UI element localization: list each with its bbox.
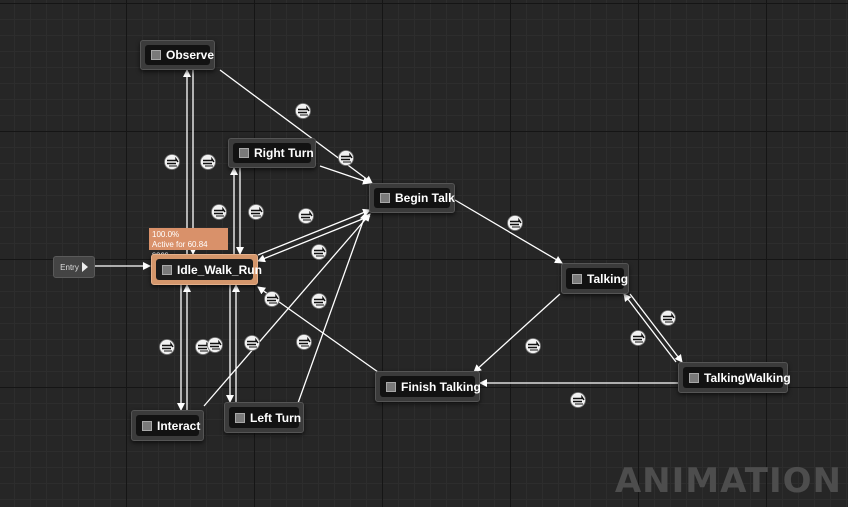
transition-wire[interactable] xyxy=(629,293,683,363)
transition-rule-icon[interactable] xyxy=(296,334,312,350)
transition-rule-icon[interactable] xyxy=(295,103,311,119)
state-icon xyxy=(689,372,699,383)
transition-wire[interactable] xyxy=(297,212,368,404)
transition-rule-icon[interactable] xyxy=(200,154,216,170)
state-icon xyxy=(235,412,245,423)
state-label: Begin Talk xyxy=(395,191,455,205)
state-label: Talking xyxy=(587,271,629,286)
transition-rule-icon[interactable] xyxy=(507,215,523,231)
state-idle-walk-run[interactable]: Idle_Walk_Run xyxy=(151,254,262,285)
transition-rule-icon[interactable] xyxy=(311,293,327,309)
transition-rule-icon[interactable] xyxy=(159,339,175,355)
state-icon xyxy=(380,193,390,203)
play-arrow-icon xyxy=(81,262,88,272)
transition-rule-icon[interactable] xyxy=(298,208,314,224)
state-label: Left Turn xyxy=(250,410,302,425)
state-right-turn[interactable]: Right Turn xyxy=(228,138,316,168)
state-talking[interactable]: Talking xyxy=(561,263,629,294)
state-begin-talk[interactable]: Begin Talk xyxy=(369,183,455,213)
transition-rule-icon[interactable] xyxy=(264,291,280,307)
state-icon xyxy=(386,381,396,392)
transition-rule-icon[interactable] xyxy=(248,204,264,220)
entry-node[interactable]: Entry xyxy=(53,256,95,278)
active-state-tooltip: 100.0% Active for 60.84 secs xyxy=(149,228,228,259)
transition-rule-icon[interactable] xyxy=(570,392,586,408)
watermark: ANIMATION xyxy=(614,461,842,501)
state-left-turn[interactable]: Left Turn xyxy=(224,402,304,433)
state-label: TalkingWalking xyxy=(704,370,791,385)
state-label: Idle_Walk_Run xyxy=(177,262,262,277)
transition-wire[interactable] xyxy=(319,165,371,185)
state-interact[interactable]: Interact xyxy=(131,410,204,441)
state-label: Observe xyxy=(166,48,215,62)
transition-rule-icon[interactable] xyxy=(311,244,327,260)
transition-wire[interactable] xyxy=(623,293,677,363)
transition-rule-icon[interactable] xyxy=(630,330,646,346)
state-label: Interact xyxy=(157,418,201,433)
state-observe[interactable]: Observe xyxy=(140,40,215,70)
transition-wire[interactable] xyxy=(257,208,371,256)
state-talking-walking[interactable]: TalkingWalking xyxy=(678,362,791,393)
transition-rule-icon[interactable] xyxy=(195,339,211,355)
state-icon xyxy=(162,264,172,275)
transition-wire[interactable] xyxy=(203,213,371,407)
transition-wire[interactable] xyxy=(454,199,563,264)
transition-rule-icon[interactable] xyxy=(211,204,227,220)
active-weight: 100.0% xyxy=(152,230,180,239)
transition-rule-icon[interactable] xyxy=(207,337,223,353)
transition-rule-icon[interactable] xyxy=(660,310,676,326)
state-label: Finish Talking xyxy=(401,379,481,394)
transition-wire[interactable] xyxy=(257,215,371,263)
entry-label: Entry xyxy=(60,262,79,272)
state-icon xyxy=(151,50,161,60)
transition-rule-icon[interactable] xyxy=(164,154,180,170)
state-icon xyxy=(142,420,152,431)
state-icon xyxy=(572,273,582,284)
transition-wire[interactable] xyxy=(473,293,561,373)
state-label: Right Turn xyxy=(254,146,314,160)
state-icon xyxy=(239,148,249,158)
transition-rule-icon[interactable] xyxy=(338,150,354,166)
transition-rule-icon[interactable] xyxy=(525,338,541,354)
state-finish-talking[interactable]: Finish Talking xyxy=(375,371,481,402)
transition-rule-icon[interactable] xyxy=(244,335,260,351)
